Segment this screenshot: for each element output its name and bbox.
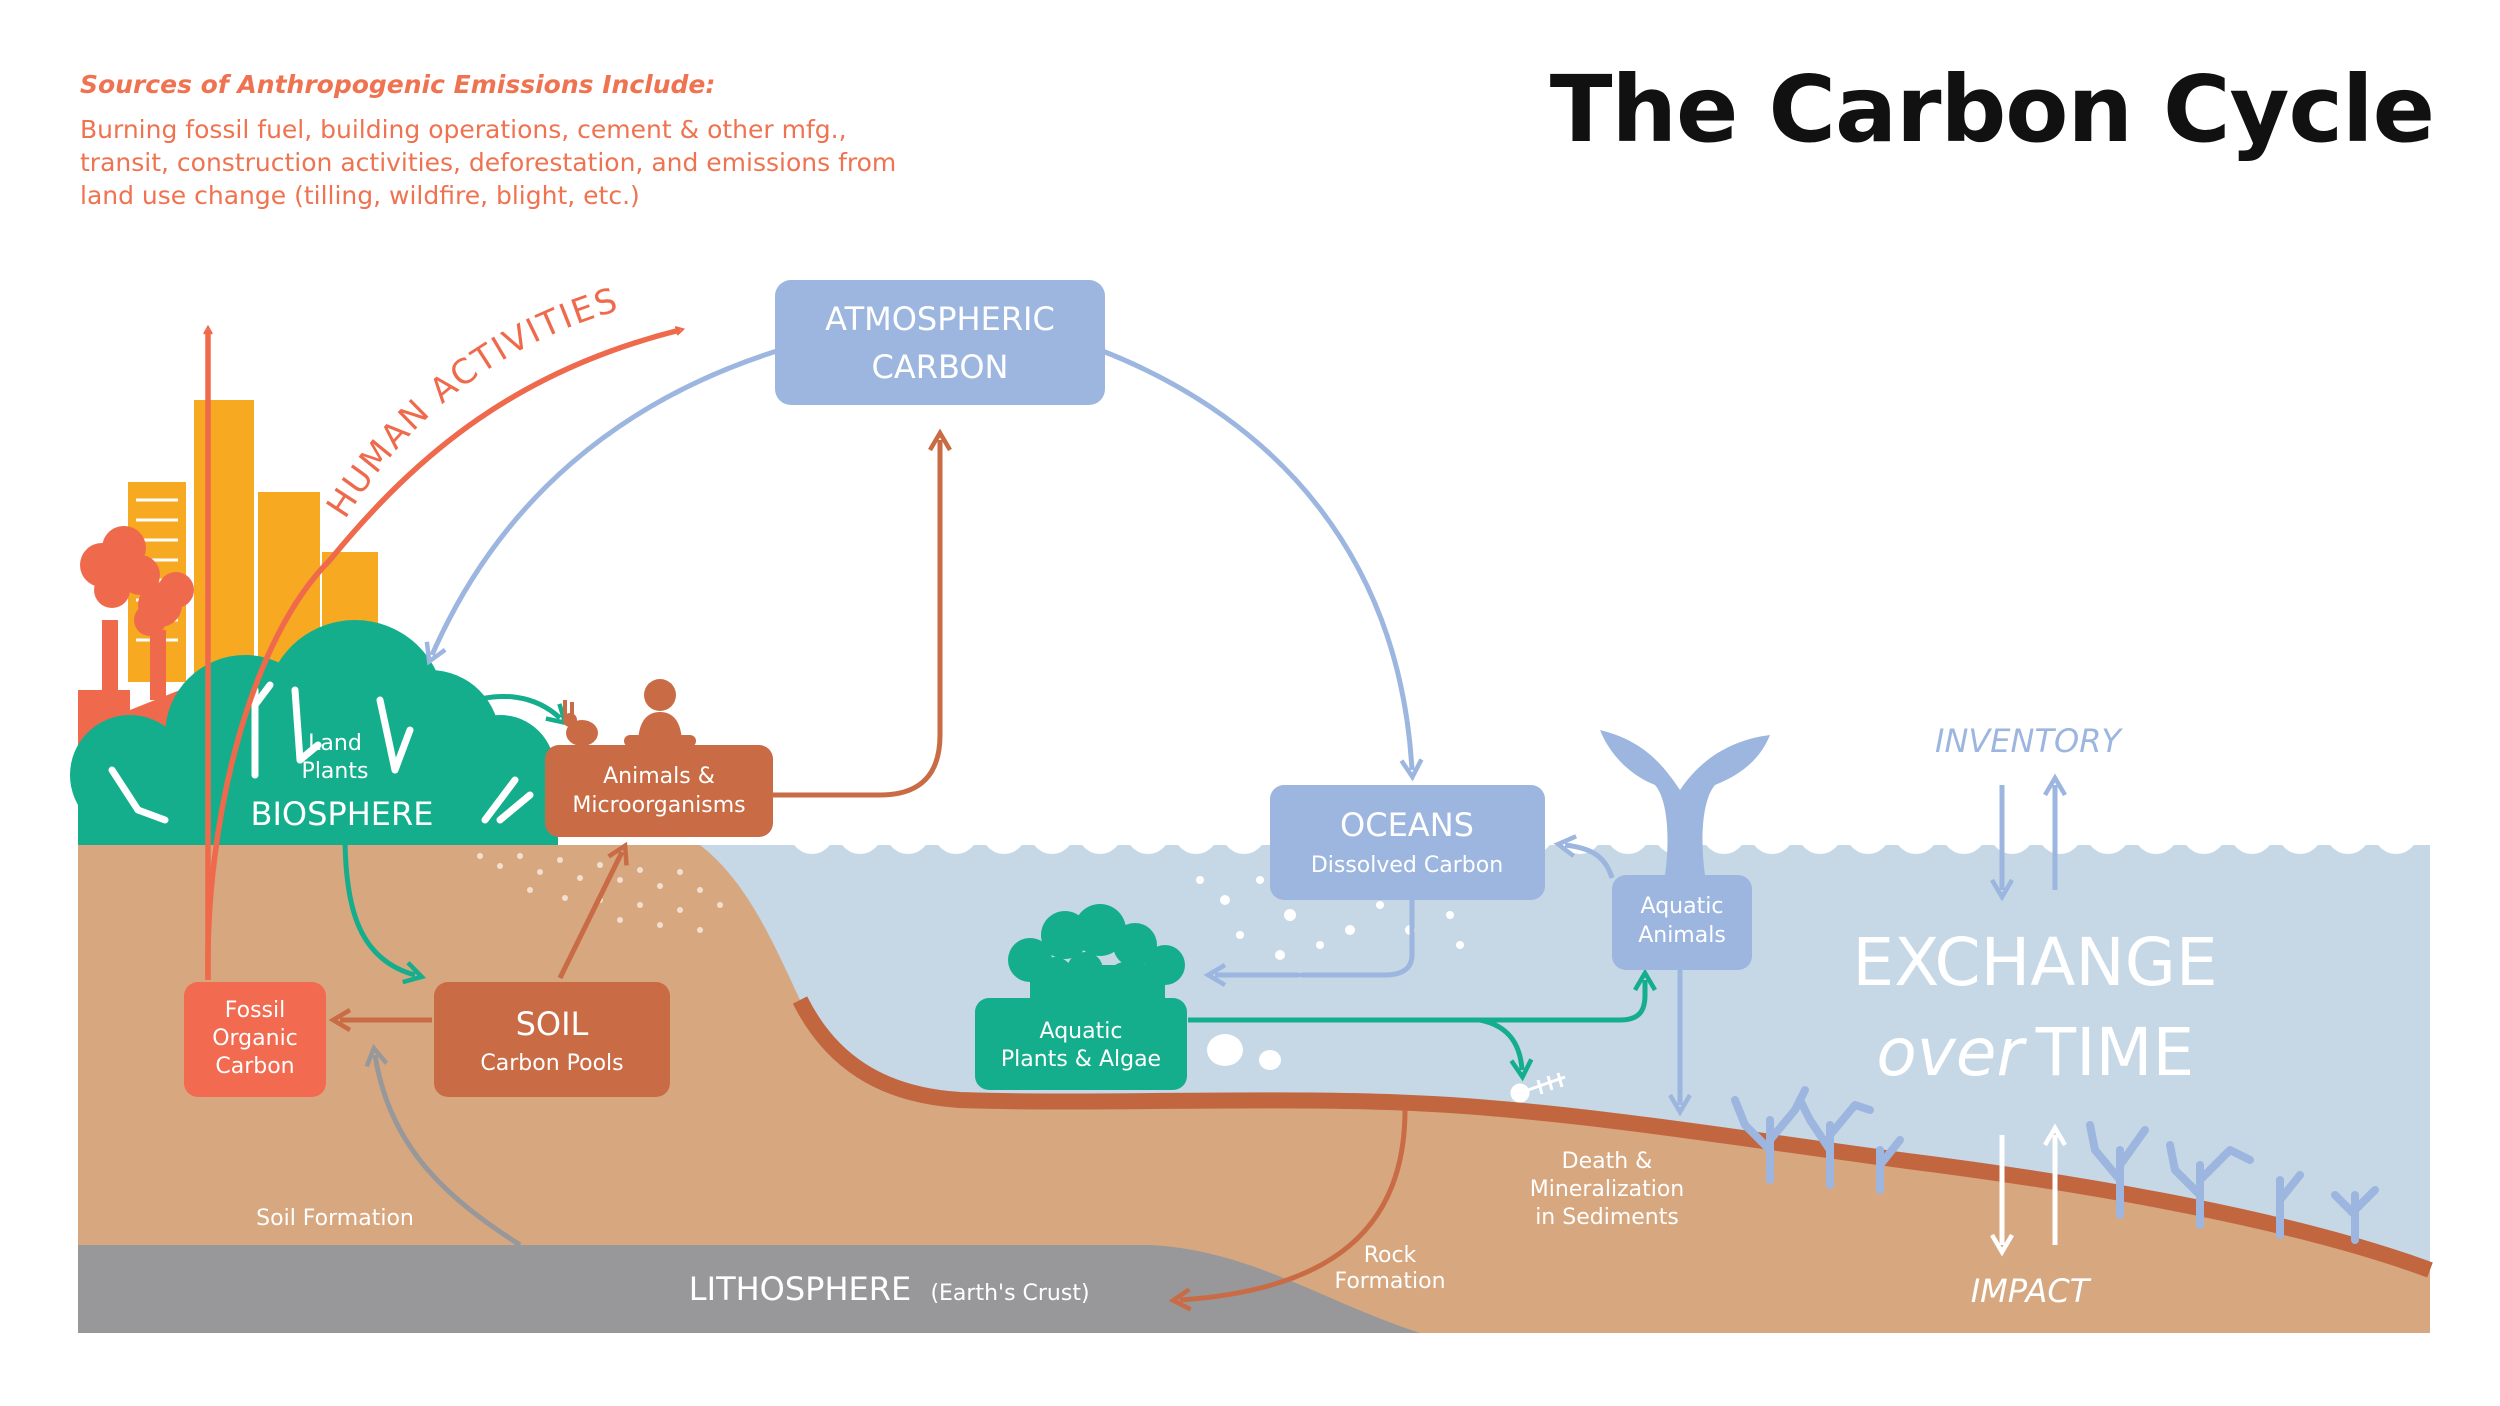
land-plant-stems: [108, 681, 534, 824]
over-label: over: [1876, 1014, 2027, 1091]
aquatic-plants-label-2: Plants & Algae: [1001, 1047, 1161, 1072]
aquatic-animals-label-2: Animals: [1638, 923, 1726, 948]
seabed-line: [792, 996, 2433, 1278]
soil-to-animals-arrow: [557, 841, 629, 980]
death-label-3: in Sediments: [1535, 1205, 1679, 1230]
time-label: TIME: [2035, 1014, 2194, 1091]
fossil-label-1: Fossil: [225, 998, 285, 1023]
fossil-label-3: Carbon: [215, 1054, 294, 1079]
animals-label-2: Microorganisms: [572, 793, 745, 818]
coral: [1731, 1086, 2379, 1244]
land-plants-label-1: Land: [308, 731, 362, 756]
plants-to-animals-arrow: [459, 693, 569, 726]
oceans-box: [1270, 785, 1545, 900]
atmosphere-to-ocean-arrow: [1099, 347, 1424, 782]
smoke-cloud: [80, 526, 194, 636]
rock-formation-label-2: Formation: [1334, 1269, 1445, 1294]
fish-skeleton-icon: [1510, 1072, 1566, 1103]
whale-tail: [1600, 730, 1770, 875]
soil-formation-arrow: [364, 1043, 522, 1248]
death-label-2: Mineralization: [1530, 1177, 1685, 1202]
impact-label: IMPACT: [1971, 1272, 2092, 1310]
rock-formation-label-1: Rock: [1364, 1243, 1417, 1268]
plants-to-seabed-arrow: [1479, 1017, 1534, 1082]
chimney: [102, 620, 118, 700]
animals-to-ocean-arrow: [1553, 834, 1615, 879]
atmospheric-label-1: ATMOSPHERIC: [825, 300, 1055, 338]
land-plants-label-2: Plants: [302, 759, 369, 784]
human-activities-label: HUMAN ACTIVITIES: [319, 280, 624, 525]
aquatic-animals-label-1: Aquatic: [1641, 894, 1724, 919]
biosphere-to-soil-arrow: [342, 834, 427, 985]
aquatic-plants-box: [975, 998, 1187, 1090]
soil-box: [434, 982, 670, 1097]
human-activities-arrow: [205, 330, 680, 981]
emission-sources-heading: Sources of Anthropogenic Emissions Inclu…: [80, 70, 716, 99]
plants-to-aquatic-animals-arrow: [1188, 968, 1657, 1023]
lithosphere-sublabel: (Earth's Crust): [930, 1281, 1089, 1306]
oceans-label: OCEANS: [1340, 806, 1474, 844]
death-label-1: Death &: [1562, 1149, 1653, 1174]
soil-sublabel: Carbon Pools: [480, 1051, 623, 1076]
exchange-label: EXCHANGE: [1852, 924, 2217, 1001]
inventory-label: INVENTORY: [1935, 722, 2123, 760]
emission-sources-note: Sources of Anthropogenic Emissions Inclu…: [80, 70, 900, 212]
fossil-label-2: Organic: [212, 1026, 298, 1051]
chimney-2: [150, 630, 166, 700]
biosphere-label: BIOSPHERE: [251, 795, 434, 833]
person-icon: [624, 679, 696, 747]
fish-icon: [1207, 1034, 1281, 1070]
rock-formation-arrow: [1168, 1109, 1408, 1312]
animals-to-atmosphere-arrow: [770, 428, 952, 798]
oceans-sublabel: Dissolved Carbon: [1311, 853, 1503, 878]
soil-label: SOIL: [516, 1005, 589, 1043]
lithosphere-band: [78, 1245, 1420, 1333]
biosphere-bushes: [70, 620, 558, 845]
animals-label-1: Animals &: [603, 764, 715, 789]
lithosphere-label: LITHOSPHERE: [689, 1270, 911, 1308]
ocean-to-plants-arrow: [1203, 900, 1415, 987]
ocean-waves: [790, 810, 2442, 854]
atmospheric-label-2: CARBON: [872, 348, 1009, 386]
aquatic-plants-label-1: Aquatic: [1040, 1019, 1123, 1044]
ground: [78, 845, 2430, 1333]
animals-microorganisms-box: [545, 745, 773, 837]
soil-formation-label: Soil Formation: [256, 1206, 414, 1231]
rabbit-icon: [563, 700, 598, 746]
fossil-carbon-box: [184, 982, 326, 1097]
atmospheric-carbon-box: [775, 280, 1105, 405]
atmosphere-to-biosphere-arrow: [424, 347, 781, 666]
page-title: The Carbon Cycle: [1549, 56, 2435, 163]
aquatic-animals-box: [1612, 875, 1752, 970]
soil-particles: [477, 853, 723, 933]
emission-sources-body: Burning fossil fuel, building operations…: [80, 115, 897, 210]
